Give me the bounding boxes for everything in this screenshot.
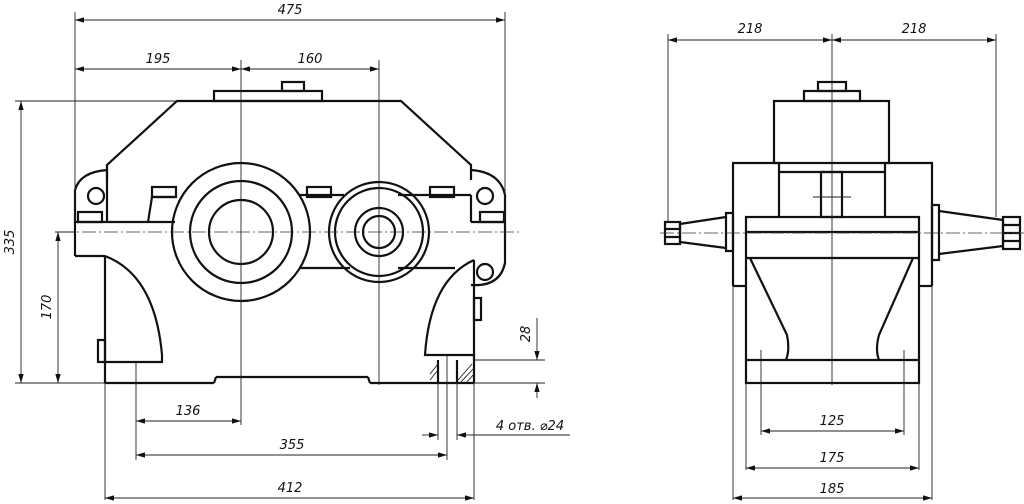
housing-flange [73, 168, 507, 383]
left-shaft [663, 211, 735, 253]
dim-mounting-holes: 4 отв. ⌀24 [496, 419, 564, 434]
motor-housing [772, 80, 891, 165]
right-shaft [930, 203, 1022, 262]
dim-shaft-spacing: 160 [298, 52, 323, 67]
dim-shaft-axis-height: 170 [40, 295, 55, 320]
side-view: 218 218 125 175 185 [660, 22, 1024, 501]
dimension-lines-front [18, 17, 570, 501]
housing-cover [105, 80, 473, 180]
dim-base-inner-width: 175 [820, 451, 845, 466]
gearbox-body-side [731, 161, 934, 385]
dim-overall-height: 335 [3, 230, 18, 255]
front-view: 475 195 160 335 170 28 136 355 412 4 отв… [3, 3, 570, 501]
dim-overall-width: 475 [278, 3, 303, 18]
foot-hole-section [429, 360, 475, 384]
centerlines-front [60, 60, 520, 425]
extension-lines-side [667, 34, 997, 500]
bolt-heads [76, 185, 506, 224]
dimension-lines-side [668, 37, 996, 501]
dim-left-shaft-extension: 218 [738, 22, 763, 37]
dim-right-shaft-extension: 218 [902, 22, 927, 37]
dim-base-width: 185 [820, 482, 845, 497]
dim-side-foot-hole-spacing: 125 [820, 414, 845, 429]
dim-foot-hole-spacing: 355 [280, 438, 305, 453]
dim-foot-hole-offset: 136 [176, 404, 201, 419]
housing-base [96, 254, 483, 385]
centerlines-side [660, 34, 1024, 385]
extension-lines-front [15, 12, 545, 500]
dim-left-to-input-shaft: 195 [146, 52, 171, 67]
dim-base-length: 412 [278, 481, 303, 496]
dim-foot-thickness: 28 [519, 326, 534, 343]
